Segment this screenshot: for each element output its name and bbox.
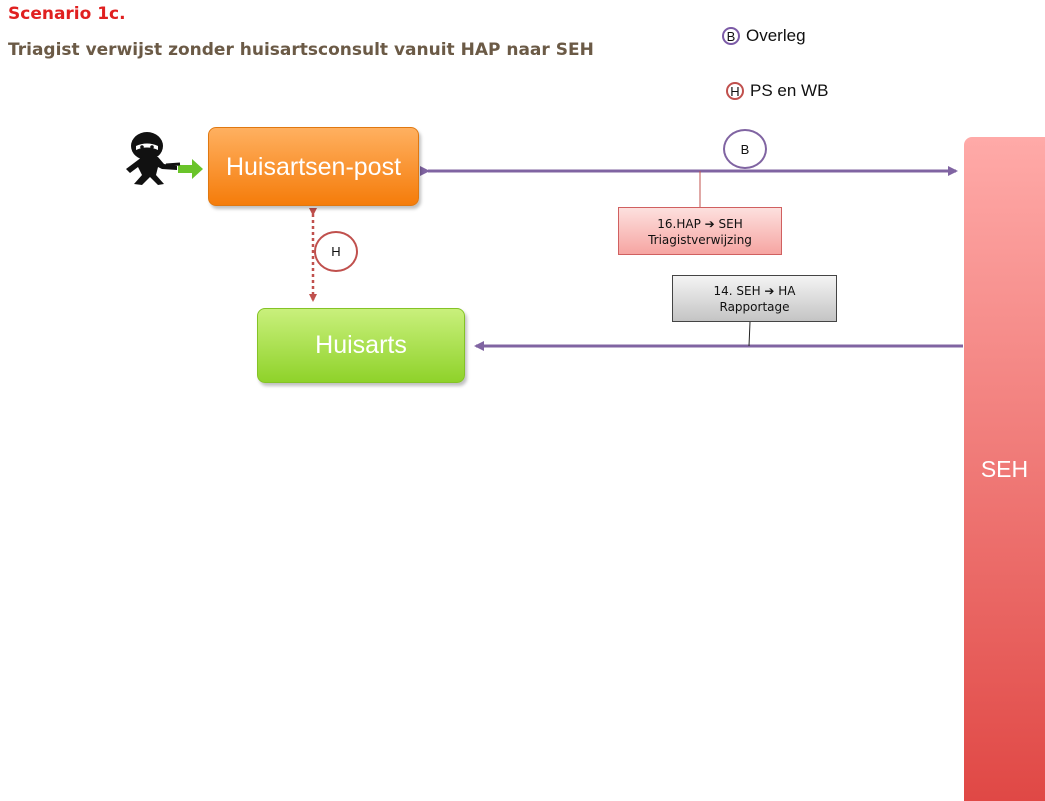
message-seh-to-ha-subtitle: Rapportage — [719, 300, 790, 314]
message-hap-to-seh[interactable]: 16.HAP ➔ SEH Triagistverwijzing — [618, 207, 782, 255]
green-arrow-icon — [178, 159, 203, 179]
legend-h-icon: H — [726, 82, 744, 100]
legend-item-overleg: B Overleg — [722, 26, 806, 46]
ps-wb-marker-h: H — [314, 231, 358, 272]
node-huisartsenpost[interactable]: Huisartsen-post — [208, 127, 419, 206]
scenario-description: Triagist verwijst zonder huisartsconsult… — [8, 40, 594, 60]
message-hap-to-seh-subtitle: Triagistverwijzing — [648, 233, 752, 247]
patient-figure-icon — [126, 132, 181, 185]
message-hap-to-seh-title: 16.HAP ➔ SEH — [657, 217, 743, 231]
overleg-marker-b: B — [723, 129, 767, 169]
message-seh-to-ha[interactable]: 14. SEH ➔ HA Rapportage — [672, 275, 837, 322]
legend-label-ps-wb: PS en WB — [750, 81, 829, 100]
node-huisarts[interactable]: Huisarts — [257, 308, 465, 383]
legend-b-icon: B — [722, 27, 740, 45]
legend-label-overleg: Overleg — [746, 26, 806, 45]
legend-item-ps-wb: H PS en WB — [726, 81, 828, 101]
node-seh[interactable]: SEH — [964, 137, 1045, 801]
scenario-title: Scenario 1c. — [8, 4, 126, 24]
message-seh-to-ha-title: 14. SEH ➔ HA — [713, 284, 796, 298]
leader-seh-ha — [748, 321, 751, 347]
